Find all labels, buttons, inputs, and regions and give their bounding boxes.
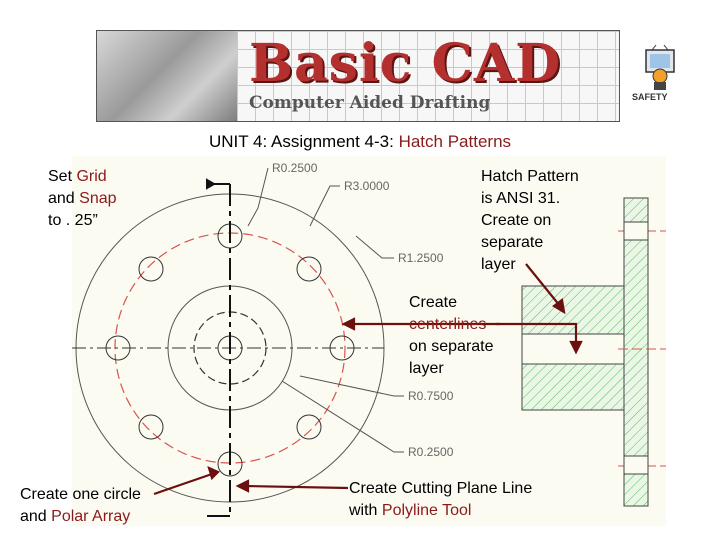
array-keyword: Polar Array	[51, 508, 131, 525]
dim-r3000: R3.0000	[344, 179, 390, 193]
bolt-hole	[296, 256, 322, 282]
grid-value: to . 25”	[48, 212, 98, 229]
heading-highlight: Hatch Patterns	[398, 132, 512, 151]
note-hatch-pattern: Hatch Pattern is ANSI 31. Create on sepa…	[481, 166, 579, 276]
assignment-heading: UNIT 4: Assignment 4-3: Hatch Patterns	[0, 132, 720, 152]
array-prefix: and	[20, 508, 52, 525]
cutting-line-1: Create Cutting Plane Line	[349, 480, 533, 497]
hatch-line-4: separate	[481, 234, 544, 251]
dimension-leaders	[247, 167, 404, 453]
polyline-prefix: with	[349, 502, 382, 519]
banner-grid	[237, 31, 619, 121]
course-banner: Basic CAD Computer Aided Drafting	[96, 30, 620, 122]
bolt-hole	[138, 256, 164, 282]
banner-title: Basic CAD	[249, 33, 562, 94]
circle-line-1: Create one circle	[20, 486, 141, 503]
note-grid-snap: Set Grid and Snap to . 25”	[48, 166, 117, 232]
bore	[521, 333, 625, 365]
dim-r0750: R0.7500	[408, 389, 454, 403]
hatch-line-5: layer	[481, 256, 516, 273]
note-circle-array: Create one circle and Polar Array	[20, 484, 141, 528]
grid-keyword: Grid	[76, 168, 107, 185]
note-centerlines: Create centerlines on separate layer	[409, 292, 494, 380]
cad-drawing: R0.2500 R3.0000 R1.2500 R0.7500 R0.2500	[72, 156, 666, 526]
heading-prefix: UNIT 4: Assignment 4-3:	[208, 132, 399, 151]
hatch-line-3: Create on	[481, 212, 552, 229]
annotation-arrows	[153, 263, 583, 496]
grid-prefix: Set	[48, 168, 77, 185]
dimension-labels: R0.2500 R3.0000 R1.2500 R0.7500 R0.2500	[272, 161, 454, 459]
safety-mascot-icon	[645, 44, 675, 90]
hatch-line-2: is ANSI 31.	[481, 190, 561, 207]
hatch-line-1: Hatch Pattern	[481, 168, 579, 185]
centerlines-keyword: centerlines	[409, 316, 487, 333]
centerlines-line-1: Create	[409, 294, 458, 311]
centerlines-line-4: layer	[409, 360, 444, 377]
mascot-label: SAFETY	[632, 92, 668, 102]
bolt-hole	[296, 414, 322, 440]
banner-subtitle: Computer Aided Drafting	[249, 93, 491, 113]
cutting-plane-line	[206, 178, 231, 517]
bolt-hole	[138, 414, 164, 440]
note-cutting-plane: Create Cutting Plane Line with Polyline …	[349, 478, 532, 522]
dim-r0250-bottom: R0.2500	[408, 445, 454, 459]
dim-r0250-top: R0.2500	[272, 161, 318, 175]
cad-drawing-svg: R0.2500 R3.0000 R1.2500 R0.7500 R0.2500	[72, 161, 666, 517]
banner-photo	[97, 31, 237, 121]
snap-prefix: and	[48, 190, 80, 207]
snap-keyword: Snap	[79, 190, 117, 207]
flange	[623, 197, 649, 507]
polyline-keyword: Polyline Tool	[381, 502, 472, 519]
dim-r1250: R1.2500	[398, 251, 444, 265]
centerlines-line-3: on separate	[409, 338, 494, 355]
